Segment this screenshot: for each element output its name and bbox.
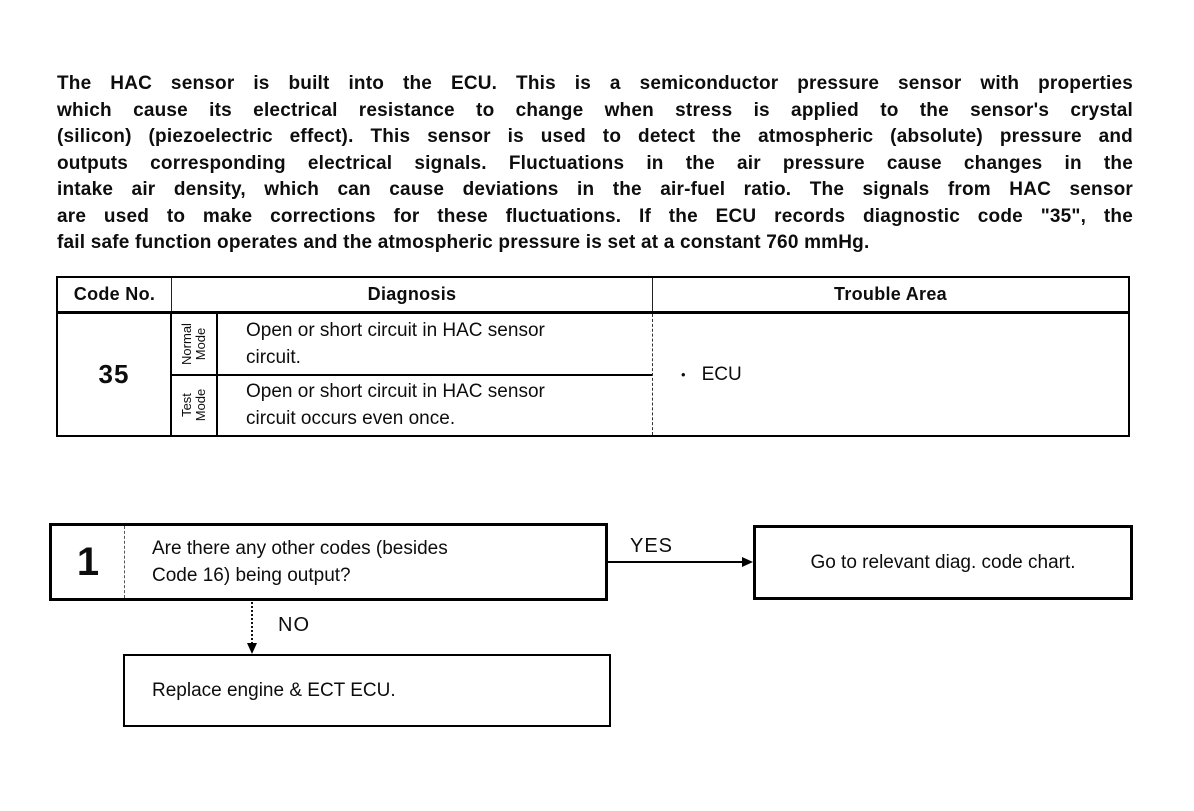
table-row-normal-mode: Normal Mode Open or short circuit in HAC… <box>172 314 652 376</box>
down-arrow-icon <box>247 643 257 654</box>
table-header-code-no: Code No. <box>58 278 172 311</box>
intro-paragraph: The HAC sensor is built into the ECU. Th… <box>57 71 1133 257</box>
intro-line: which cause its electrical resistance to… <box>57 99 1133 121</box>
table-cell-code-no: 35 <box>58 314 172 435</box>
diagnosis-text-test: Open or short circuit in HAC sensor circ… <box>246 381 545 430</box>
test-mode-label-cell: Test Mode <box>172 375 218 435</box>
test-mode-rotated-label: Test Mode <box>179 388 208 422</box>
flowchart-step-1-box: 1 Are there any other codes (besides Cod… <box>49 523 608 601</box>
table-header-diagnosis: Diagnosis <box>172 278 653 311</box>
normal-mode-rotated-label: Normal Mode <box>179 322 208 365</box>
yes-branch-label: YES <box>630 535 674 557</box>
table-header-row: Code No. Diagnosis Trouble Area <box>58 278 1128 314</box>
diagnostic-code-table: Code No. Diagnosis Trouble Area 35 Norma… <box>56 276 1130 437</box>
no-result-box: Replace engine & ECT ECU. <box>123 654 611 727</box>
table-cell-trouble-area: • ECU <box>653 314 1128 435</box>
table-header-trouble-area: Trouble Area <box>834 284 947 304</box>
yes-result-box: Go to relevant diag. code chart. <box>753 525 1133 600</box>
step-number: 1 <box>52 526 125 598</box>
intro-line: are used to make corrections for these f… <box>57 205 1133 227</box>
trouble-area-value: ECU <box>701 363 742 385</box>
diagnosis-column: Normal Mode Open or short circuit in HAC… <box>172 314 653 435</box>
diagnosis-text-normal: Open or short circuit in HAC sensor circ… <box>246 319 545 368</box>
no-branch-label: NO <box>278 614 310 636</box>
table-body-row: 35 Normal Mode Open or short circuit in … <box>58 314 1128 435</box>
intro-line: intake air density, which can cause devi… <box>57 179 1133 200</box>
bullet-icon: • <box>681 367 686 382</box>
intro-line: fail safe function operates and the atmo… <box>57 232 870 253</box>
intro-line: The HAC sensor is built into the ECU. Th… <box>57 73 1133 94</box>
table-row-test-mode: Test Mode Open or short circuit in HAC s… <box>172 375 652 435</box>
no-connector-line <box>251 602 253 644</box>
intro-line: outputs corresponding electrical signals… <box>57 152 1133 174</box>
intro-line: (silicon) (piezoelectric effect). This s… <box>57 126 1133 147</box>
step-question: Are there any other codes (besides Code … <box>152 538 448 586</box>
normal-mode-label-cell: Normal Mode <box>172 314 218 374</box>
right-arrow-icon <box>742 557 753 567</box>
yes-connector-line <box>608 561 743 563</box>
